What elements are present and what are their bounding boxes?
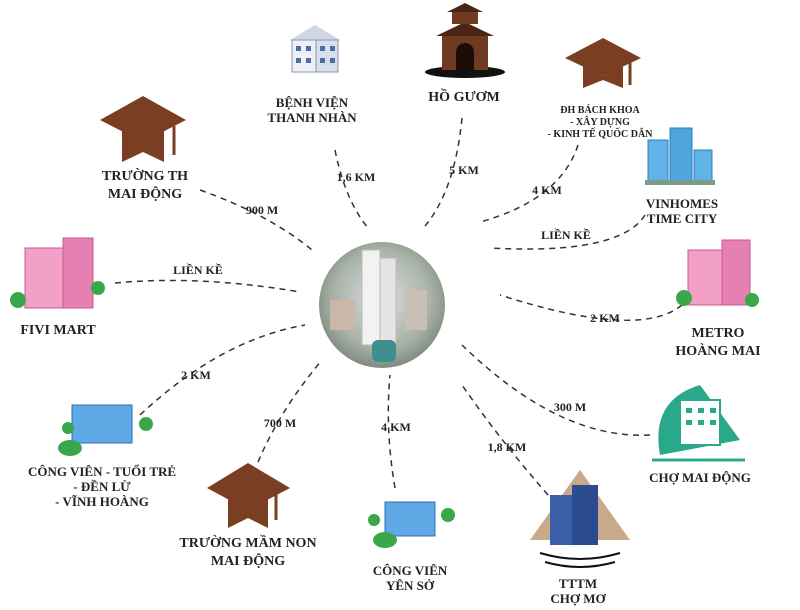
graduation-cap-icon-truong-th — [100, 96, 186, 162]
label-tuoi-tre: CÔNG VIÊN - TUỔI TRẺ- ĐỀN LỪ- VĨNH HOÀNG — [28, 464, 176, 509]
connector-benh-vien — [334, 149, 369, 229]
label-line: TRƯỜNG MẦM NON — [179, 536, 317, 551]
label-line: THANH NHÀN — [267, 110, 357, 125]
connector-fivi — [114, 279, 301, 293]
label-line: MAI ĐỘNG — [210, 554, 286, 569]
label-metro: METRO HOÀNG MAI — [675, 325, 760, 361]
label-line: CHỢ MƠ — [550, 591, 606, 606]
hospital-icon — [290, 25, 340, 73]
label-line: BỆNH VIỆN — [275, 95, 349, 110]
towers-icon — [645, 127, 715, 185]
distance-metro: 2 KM — [590, 311, 620, 325]
label-line: CÔNG VIÊN — [372, 563, 448, 578]
connector-cho-mai-dong — [461, 344, 651, 436]
pink-building-icon-fivi — [10, 237, 105, 309]
connector-yen-so — [387, 374, 396, 489]
label-fivi-mart: FIVI MART — [20, 323, 95, 338]
connector-tuoi-tre — [139, 324, 306, 416]
park-building-icon-yen-so — [368, 501, 455, 548]
distance-benh-vien: 1,6 KM — [336, 170, 376, 184]
distance-truong-th: 900 M — [245, 203, 279, 217]
connector-truong-th — [199, 189, 313, 251]
label-line: - KINH TẾ QUỐC DÂN — [547, 129, 653, 140]
distance-tuoi-tre: 2 KM — [181, 368, 211, 382]
label-line: - VĨNH HOÀNG — [55, 494, 149, 509]
market-icon — [652, 385, 745, 462]
graduation-cap-icon-mam-non — [207, 463, 290, 528]
label-line: ĐH BÁCH KHOA — [560, 105, 640, 116]
label-line: CÔNG VIÊN - TUỔI TRẺ — [27, 464, 177, 479]
pink-building-icon-metro — [676, 239, 759, 307]
label-line: - ĐỀN LỪ — [73, 479, 131, 494]
pagoda-icon — [425, 3, 505, 78]
connector-metro — [499, 294, 683, 322]
mall-icon — [530, 470, 630, 568]
label-line: YÊN SỞ — [385, 578, 435, 593]
graduation-cap-icon-dh — [565, 38, 641, 88]
label-line: MAI ĐỘNG — [107, 187, 183, 202]
label-line: FIVI MART — [20, 323, 96, 338]
distance-yen-so: 4 KM — [381, 420, 411, 434]
connector-mam-non — [257, 359, 323, 463]
label-line: TTTM — [558, 576, 598, 591]
project-building-image — [319, 242, 445, 368]
label-cho-mai-dong: CHỢ MAI ĐỘNG — [649, 470, 751, 485]
label-line: CHỢ MAI ĐỘNG — [649, 470, 751, 485]
distance-mam-non: 700 M — [263, 416, 297, 430]
distance-cho-mai-dong: 300 M — [553, 400, 587, 414]
label-line: METRO — [691, 326, 745, 341]
label-ho-guom: HỒ GƯƠM — [428, 90, 499, 105]
connector-dh-bach-khoa — [479, 144, 579, 223]
park-building-icon-tuoi-tre — [58, 404, 153, 456]
label-dh-bach-khoa: ĐH BÁCH KHOA- XÂY DỰNG- KINH TẾ QUỐC DÂN — [548, 105, 653, 141]
label-line: HỒ GƯƠM — [428, 90, 500, 105]
label-truong-th: TRƯỜNG TH MAI ĐỘNG — [102, 168, 188, 204]
label-line: HOÀNG MAI — [675, 344, 761, 359]
connector-ho-guom — [424, 117, 463, 227]
label-line: - XÂY DỰNG — [570, 117, 630, 128]
label-line: TRƯỜNG TH — [102, 169, 188, 184]
connector-vinhomes — [489, 214, 646, 250]
connector-tttm — [461, 384, 549, 496]
distance-vinhomes: LIỀN KỀ — [541, 228, 591, 242]
distance-ho-guom: 5 KM — [449, 163, 479, 177]
label-mam-non: TRƯỜNG MẦM NON MAI ĐỘNG — [179, 535, 316, 571]
distance-tttm: 1,8 KM — [487, 440, 527, 454]
label-line: VINHOMES — [645, 196, 719, 211]
distance-fivi-mart: LIỀN KỀ — [173, 263, 223, 277]
label-line: TIME CITY — [646, 211, 718, 226]
distance-dh-bach-khoa: 4 KM — [532, 183, 562, 197]
